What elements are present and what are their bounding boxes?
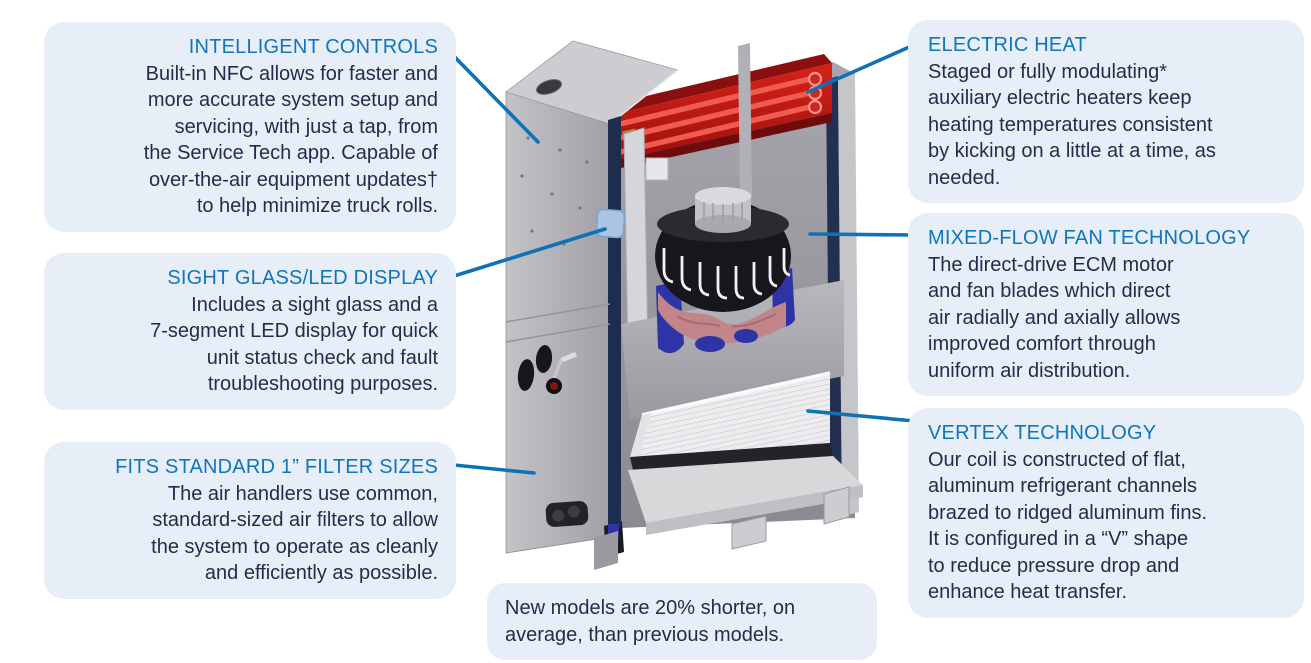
- power-grommet-plate: [545, 501, 589, 527]
- callout-mixed-flow-fan: MIXED-FLOW FAN TECHNOLOGY The direct-dri…: [908, 213, 1304, 396]
- refrigerant-ports: [517, 345, 577, 394]
- drain-pan: [628, 456, 863, 550]
- callout-title-filter-sizes: FITS STANDARD 1” FILTER SIZES: [115, 456, 438, 478]
- vertex-coil: [630, 371, 833, 470]
- footnote-box: New models are 20% shorter, on average, …: [487, 583, 877, 660]
- cabinet-shell: [505, 40, 679, 570]
- callout-title-mixed-flow-fan: MIXED-FLOW FAN TECHNOLOGY: [928, 227, 1251, 249]
- callout-sight-glass: SIGHT GLASS/LED DISPLAY Includes a sight…: [44, 253, 456, 410]
- sight-glass-window: [595, 208, 626, 239]
- callout-body-filter-sizes: The air handlers use common, standard-si…: [151, 482, 438, 585]
- callout-title-vertex-technology: VERTEX TECHNOLOGY: [928, 422, 1157, 444]
- callout-electric-heat: ELECTRIC HEAT Staged or fully modulating…: [908, 20, 1304, 203]
- callout-body-sight-glass: Includes a sight glass and a 7-segment L…: [150, 293, 438, 396]
- mixed-flow-fan: [655, 187, 795, 354]
- callout-title-electric-heat: ELECTRIC HEAT: [928, 34, 1087, 56]
- callout-body-electric-heat: Staged or fully modulating* auxiliary el…: [928, 60, 1216, 189]
- callout-intelligent-controls: INTELLIGENT CONTROLS Built-in NFC allows…: [44, 22, 456, 232]
- callout-body-intelligent-controls: Built-in NFC allows for faster and more …: [143, 62, 438, 218]
- callout-title-intelligent-controls: INTELLIGENT CONTROLS: [188, 36, 438, 58]
- callout-body-mixed-flow-fan: The direct-drive ECM motor and fan blade…: [928, 253, 1181, 382]
- callout-vertex-technology: VERTEX TECHNOLOGY Our coil is constructe…: [908, 408, 1304, 618]
- air-handler-cutaway-illustration: [505, 40, 863, 570]
- callout-title-sight-glass: SIGHT GLASS/LED DISPLAY: [167, 267, 438, 289]
- callout-filter-sizes: FITS STANDARD 1” FILTER SIZES The air ha…: [44, 442, 456, 599]
- interior-supports: [623, 43, 752, 359]
- callout-body-vertex-technology: Our coil is constructed of flat, aluminu…: [928, 448, 1208, 604]
